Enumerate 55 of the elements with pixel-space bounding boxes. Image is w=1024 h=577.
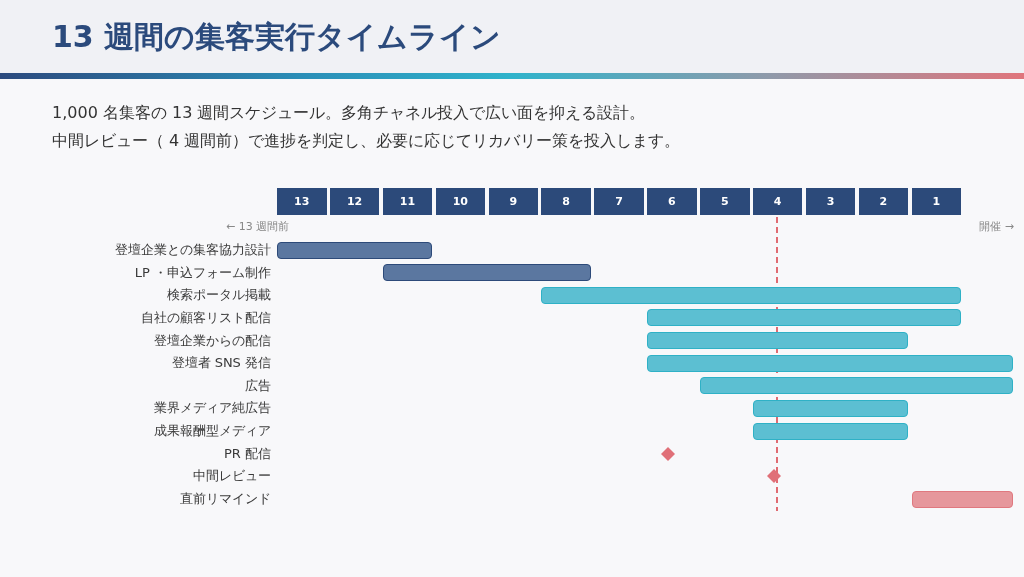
timeline-bar [911,490,1013,508]
row-label: 直前リマインド [179,491,271,508]
row-label: LP ・申込フォーム制作 [133,264,271,281]
week-header [911,188,962,215]
week-number: 9 [509,195,518,208]
week-number: 4 [773,195,782,208]
row-label: 業界メディア純広告 [153,400,271,417]
row-label: 登壇者 SNS 発信 [170,355,271,372]
description-text: 中間レビュー（ 4 週間前）で進捗を判定し、必要に応じてリカバリー策を投入します。 [52,130,681,152]
axis-label: ← 13 週間前 [226,220,290,234]
week-number: 11 [399,195,416,208]
week-header [488,188,538,215]
week-header [435,188,486,215]
week-number: 12 [346,195,363,208]
milestone-diamond [661,446,675,461]
week-header [700,188,750,215]
week-header [382,188,433,215]
timeline-bar [382,264,591,282]
week-number: 3 [826,195,835,208]
week-header [329,188,380,215]
timeline-bar [752,399,909,417]
row-label: 登壇企業からの配信 [153,332,271,349]
timeline-bar [647,332,909,350]
timeline-bar [647,354,1013,372]
week-number: 1 [932,195,941,208]
row-label: 中間レビュー [192,468,271,485]
milestone-diamond [767,469,781,484]
timeline-bar [277,241,433,259]
week-header [752,188,803,215]
row-label: 登壇企業との集客協力設計 [114,242,271,258]
timeline-bar [752,422,909,440]
week-number: 6 [668,195,676,208]
axis-label: 開催 → [979,220,1014,234]
timeline-bar [647,309,962,327]
week-number: 10 [452,195,469,208]
row-label: 広告 [244,377,271,394]
week-header [647,188,697,215]
row-label: 検索ポータル掲載 [166,287,271,304]
row-label: 成果報酬型メディア [153,423,271,440]
row-label: 自社の顧客リスト配信 [140,309,271,326]
week-number: 8 [562,195,570,208]
page-title: 13 週間の集客実行タイムライン [52,18,502,56]
row-label: PR 配信 [223,445,271,462]
week-number: 2 [879,195,888,208]
description-text: 1,000 名集客の 13 週間スケジュール。多角チャネル投入で広い面を抑える設計。 [52,102,646,124]
timeline-bar [541,286,962,304]
week-header [858,188,909,215]
week-header [805,188,856,215]
week-number: 5 [720,195,729,208]
week-header [277,188,327,215]
week-number: 7 [615,195,623,208]
week-header [541,188,591,215]
week-number: 13 [294,195,310,208]
week-header [594,188,644,215]
timeline-bar [700,377,1013,395]
